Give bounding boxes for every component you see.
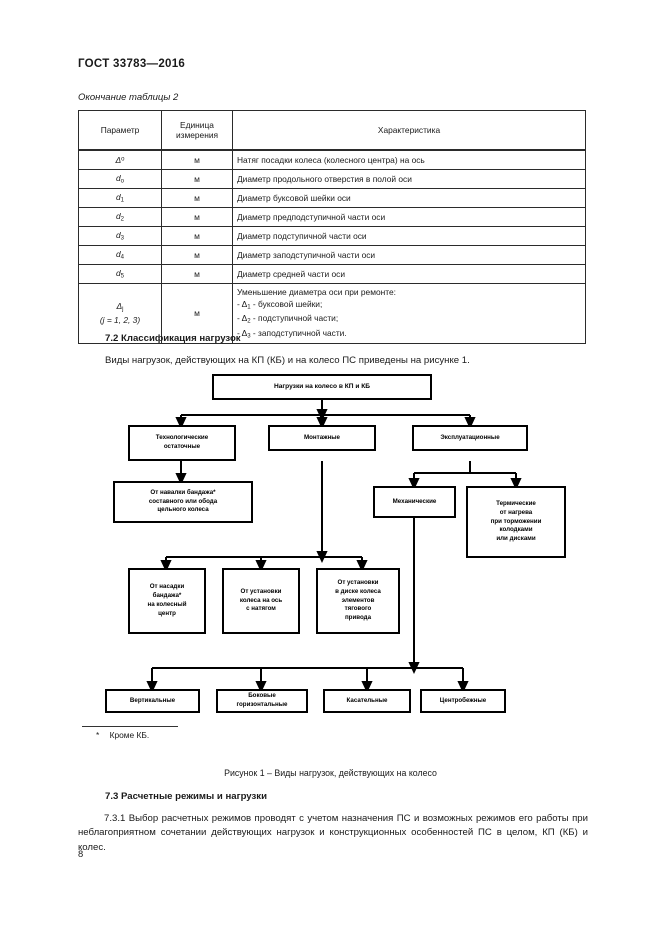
param-index-range: (j = 1, 2, 3)	[99, 314, 141, 325]
section-7-2-paragraph: Виды нагрузок, действующих на КП (КБ) и …	[105, 355, 470, 366]
flow-node-label: От навалки бандажа*	[150, 488, 216, 496]
flow-node-label: на колесный	[147, 601, 187, 608]
flow-node-lateral-horizontal: Боковые горизонтальные	[216, 689, 308, 713]
table-row: d3 м Диаметр подступичной части оси	[78, 226, 586, 246]
table-row: d4 м Диаметр заподступичной части оси	[78, 245, 586, 265]
flow-node-label: тягового	[344, 605, 372, 613]
char-line: Уменьшение диаметра оси при ремонте:	[237, 287, 396, 297]
table-row: Δo м Натяг посадки колеса (колесного цен…	[78, 149, 586, 170]
flow-node-operational: Эксплуатационные	[412, 425, 528, 451]
flow-node-label: остаточные	[163, 443, 201, 450]
flow-node-label: Центробежные	[439, 696, 487, 704]
flow-node-label: в диске колеса	[335, 587, 381, 595]
flow-node-label: Нагрузки на колесо в КП и КБ	[273, 383, 371, 391]
flow-node-label: Касательные	[346, 696, 388, 704]
param-subscript: 5	[120, 273, 125, 280]
table-header-row: Параметр Единица измерения Характеристик…	[78, 110, 586, 151]
flow-node-label: колодками	[499, 526, 533, 534]
param-subscript: j	[122, 306, 124, 313]
parameters-table: Параметр Единица измерения Характеристик…	[78, 110, 586, 344]
row-characteristic-multiline: Уменьшение диаметра оси при ремонте: - Δ…	[232, 283, 586, 344]
figure-caption: Рисунок 1 – Виды нагрузок, действующих н…	[224, 768, 437, 778]
param-subscript: o	[120, 178, 125, 185]
section-heading-7-2: 7.2 Классификация нагрузок	[105, 333, 241, 344]
header-characteristic: Характеристика	[232, 110, 586, 151]
table-row: d2 м Диаметр предподступичной части оси	[78, 207, 586, 227]
flow-node-wheel-on-axle: От установки колеса на ось с натягом	[222, 568, 300, 634]
row-param: d5	[78, 264, 162, 284]
header-parameter: Параметр	[78, 110, 162, 151]
flow-node-drive-elements: От установки в диске колеса элементов тя…	[316, 568, 400, 634]
flow-node-label: От установки	[240, 587, 282, 595]
flow-node-label: центр	[158, 609, 176, 617]
row-unit: м	[161, 264, 233, 284]
table-head: Параметр Единица измерения Характеристик…	[78, 110, 586, 151]
header-unit-line1: Единица	[180, 119, 214, 130]
flow-node-label: элементов	[341, 596, 375, 604]
flow-node-label: цельного колеса	[157, 506, 209, 514]
flow-node-label: бандажа*	[152, 592, 182, 600]
char-line: - Δ2 - подступичной части;	[237, 313, 339, 325]
flow-node-label: Термические	[496, 499, 536, 507]
flow-node-label: От установки	[337, 578, 379, 586]
header-unit-line2: измерения	[175, 130, 219, 140]
flow-node-thermal: Термические от нагрева при торможении ко…	[466, 486, 566, 558]
flow-node-from-tyre-on-wheel-center: От насадки бандажа* на колесный центр	[128, 568, 206, 634]
flow-node-label: или дисками	[496, 535, 536, 543]
char-line: - Δ3 - заподступичной части.	[237, 327, 347, 340]
flow-node-label: привода	[344, 614, 372, 622]
flow-node-label: Эксплуатационные	[440, 433, 500, 441]
footnote-text: Кроме КБ.	[109, 730, 150, 740]
table-row-multiline: Δj (j = 1, 2, 3) м Уменьшение диаметра о…	[78, 283, 586, 344]
flow-node-mounting: Монтажные	[268, 425, 376, 451]
flow-node-from-tyre-fitting: От навалки бандажа* составного или обода…	[113, 481, 253, 523]
footnote: * Кроме КБ.	[96, 730, 149, 740]
flow-node-label: составного или обода	[148, 497, 218, 505]
flow-node-centrifugal: Центробежные	[420, 689, 506, 713]
section-heading-7-3: 7.3 Расчетные режимы и нагрузки	[105, 791, 267, 802]
flow-node-label: от нагрева	[499, 508, 533, 516]
param-superscript: o	[121, 156, 125, 163]
flow-node-label: Монтажные	[304, 433, 340, 441]
param-subscript: 4	[120, 254, 125, 261]
flow-node-label: горизонтальные	[236, 701, 288, 708]
row-characteristic: Диаметр средней части оси	[232, 264, 586, 284]
flow-node-technological: Технологические остаточные	[128, 425, 236, 461]
table-caption: Окончание таблицы 2	[78, 92, 179, 103]
footnote-rule	[82, 726, 178, 727]
flow-node-label: Механические	[392, 497, 437, 505]
char-line: - Δ1 - буксовой шейки;	[237, 299, 323, 311]
param-subscript: 2	[120, 216, 125, 223]
flow-node-label: Боковые	[248, 692, 276, 700]
standard-header: ГОСТ 33783—2016	[78, 58, 186, 70]
flow-node-label: с натягом	[246, 605, 276, 613]
section-7-3-paragraph: 7.3.1 Выбор расчетных режимов проводят с…	[78, 813, 588, 853]
flow-node-label: колеса на ось	[239, 596, 283, 604]
flow-node-label: Вертикальные	[129, 696, 176, 704]
flow-node-mechanical: Механические	[373, 486, 456, 518]
table-row: d5 м Диаметр средней части оси	[78, 264, 586, 284]
footnote-marker: *	[96, 730, 100, 740]
header-unit: Единица измерения	[161, 110, 233, 151]
table-body: Δo м Натяг посадки колеса (колесного цен…	[78, 149, 586, 344]
flow-node-label: Технологические	[155, 434, 209, 442]
flow-node-root: Нагрузки на колесо в КП и КБ	[212, 374, 432, 400]
flow-node-tangential: Касательные	[323, 689, 411, 713]
flow-node-label: при торможении	[490, 517, 542, 525]
param-subscript: 1	[120, 197, 125, 204]
flow-node-vertical: Вертикальные	[105, 689, 200, 713]
row-unit: м	[161, 283, 233, 344]
flow-node-label: От насадки	[149, 583, 185, 591]
row-param-multiline: Δj (j = 1, 2, 3)	[78, 283, 162, 344]
param-subscript: 3	[120, 235, 125, 242]
page-number: 8	[78, 848, 84, 859]
table-row: do м Диаметр продольного отверстия в пол…	[78, 169, 586, 189]
